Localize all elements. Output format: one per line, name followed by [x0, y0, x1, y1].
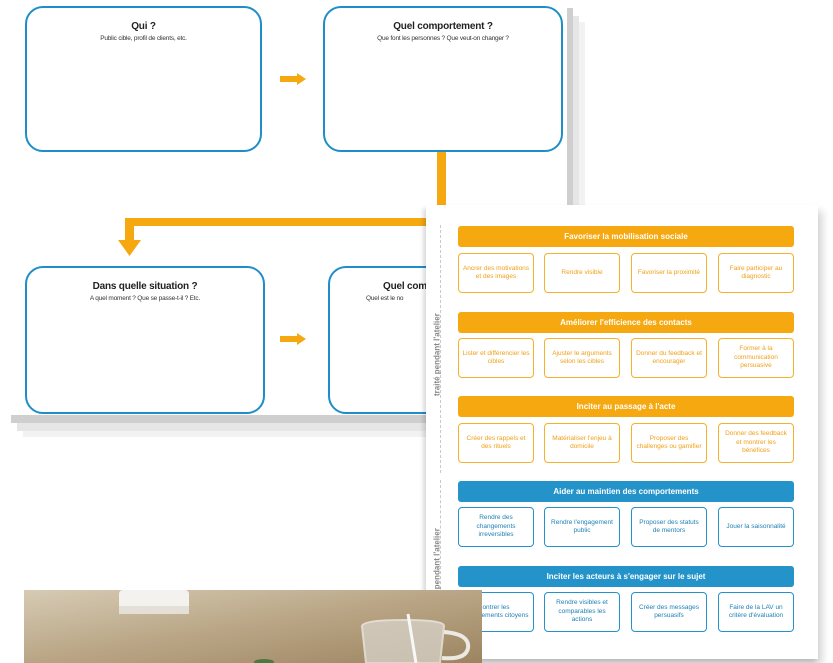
strategy-card: Proposer des challenges ou gamifier: [631, 423, 707, 463]
box-qui-title: Qui ?: [131, 21, 156, 32]
box-qui: Qui ? Public cible, profil de clients, e…: [25, 6, 262, 152]
flow-connector-horizontal: [125, 218, 446, 226]
strategy-card: Proposer des statuts de mentors: [631, 507, 707, 547]
strategy-card: Former à la communication persuasive: [718, 338, 794, 378]
strategy-card: Créer des messages persuasifs: [631, 592, 707, 632]
strategy-card: Matérialiser l'enjeu à domicile: [544, 423, 620, 463]
section-band: Améliorer l'efficience des contacts: [458, 312, 794, 333]
flow-connector-vertical: [437, 152, 446, 224]
strategy-card: Ancrer des motivations et des images: [458, 253, 534, 293]
section-band: Favoriser la mobilisation sociale: [458, 226, 794, 247]
box-comportement-title: Quel comportement ?: [393, 21, 493, 32]
table-photo: [24, 590, 482, 663]
arrow-down-icon: [118, 240, 141, 256]
side-label-top: traité pendant l'atelier: [432, 313, 442, 397]
strategy-card: Donner du feedback et encourager: [631, 338, 707, 378]
box-qui-subtitle: Public cible, profil de clients, etc.: [100, 35, 187, 42]
strategy-card: Rendre visible: [544, 253, 620, 293]
box-partial-subtitle: Quel est le no: [366, 295, 404, 302]
section-band: Aider au maintien des comportements: [458, 481, 794, 502]
section-band: Inciter au passage à l'acte: [458, 396, 794, 417]
strategy-card: Jouer la saisonnalité: [718, 507, 794, 547]
strategy-card: Rendre visibles et comparables les actio…: [544, 592, 620, 632]
strategy-card: Favoriser la proximité: [631, 253, 707, 293]
glass-mug-illustration: [24, 590, 482, 663]
side-divider: [440, 225, 441, 473]
box-comportement: Quel comportement ? Que font les personn…: [323, 6, 563, 152]
strategy-card: Faire participer au diagnostic: [718, 253, 794, 293]
box-comportement-subtitle: Que font les personnes ? Que veut-on cha…: [377, 35, 509, 42]
box-situation-subtitle: A quel moment ? Que se passe-t-il ? Etc.: [89, 295, 201, 302]
strategy-card: Créer des rappels et des rituels: [458, 423, 534, 463]
flow-connector-down: [125, 218, 134, 242]
side-divider: [440, 480, 441, 655]
arrow-right-icon: [280, 333, 306, 345]
box-situation: Dans quelle situation ? A quel moment ? …: [25, 266, 265, 414]
strategy-card: Donner des feedback et montrer les bénéf…: [718, 423, 794, 463]
box-partial-title: Quel com: [383, 281, 427, 292]
strategy-card: Rendre des changements irreversibles: [458, 507, 534, 547]
box-situation-title: Dans quelle situation ?: [92, 281, 198, 292]
strategy-poster: traité pendant l'atelier traité pendant …: [426, 205, 818, 659]
strategy-card: Rendre l'engagement public: [544, 507, 620, 547]
arrow-right-icon: [280, 73, 306, 85]
strategy-card: Lister et différencier les cibles: [458, 338, 534, 378]
strategy-card: Ajuster le arguments selon les cibles: [544, 338, 620, 378]
strategy-card: Faire de la LAV un critère d'évaluation: [718, 592, 794, 632]
section-band: Inciter les acteurs à s'engager sur le s…: [458, 566, 794, 587]
